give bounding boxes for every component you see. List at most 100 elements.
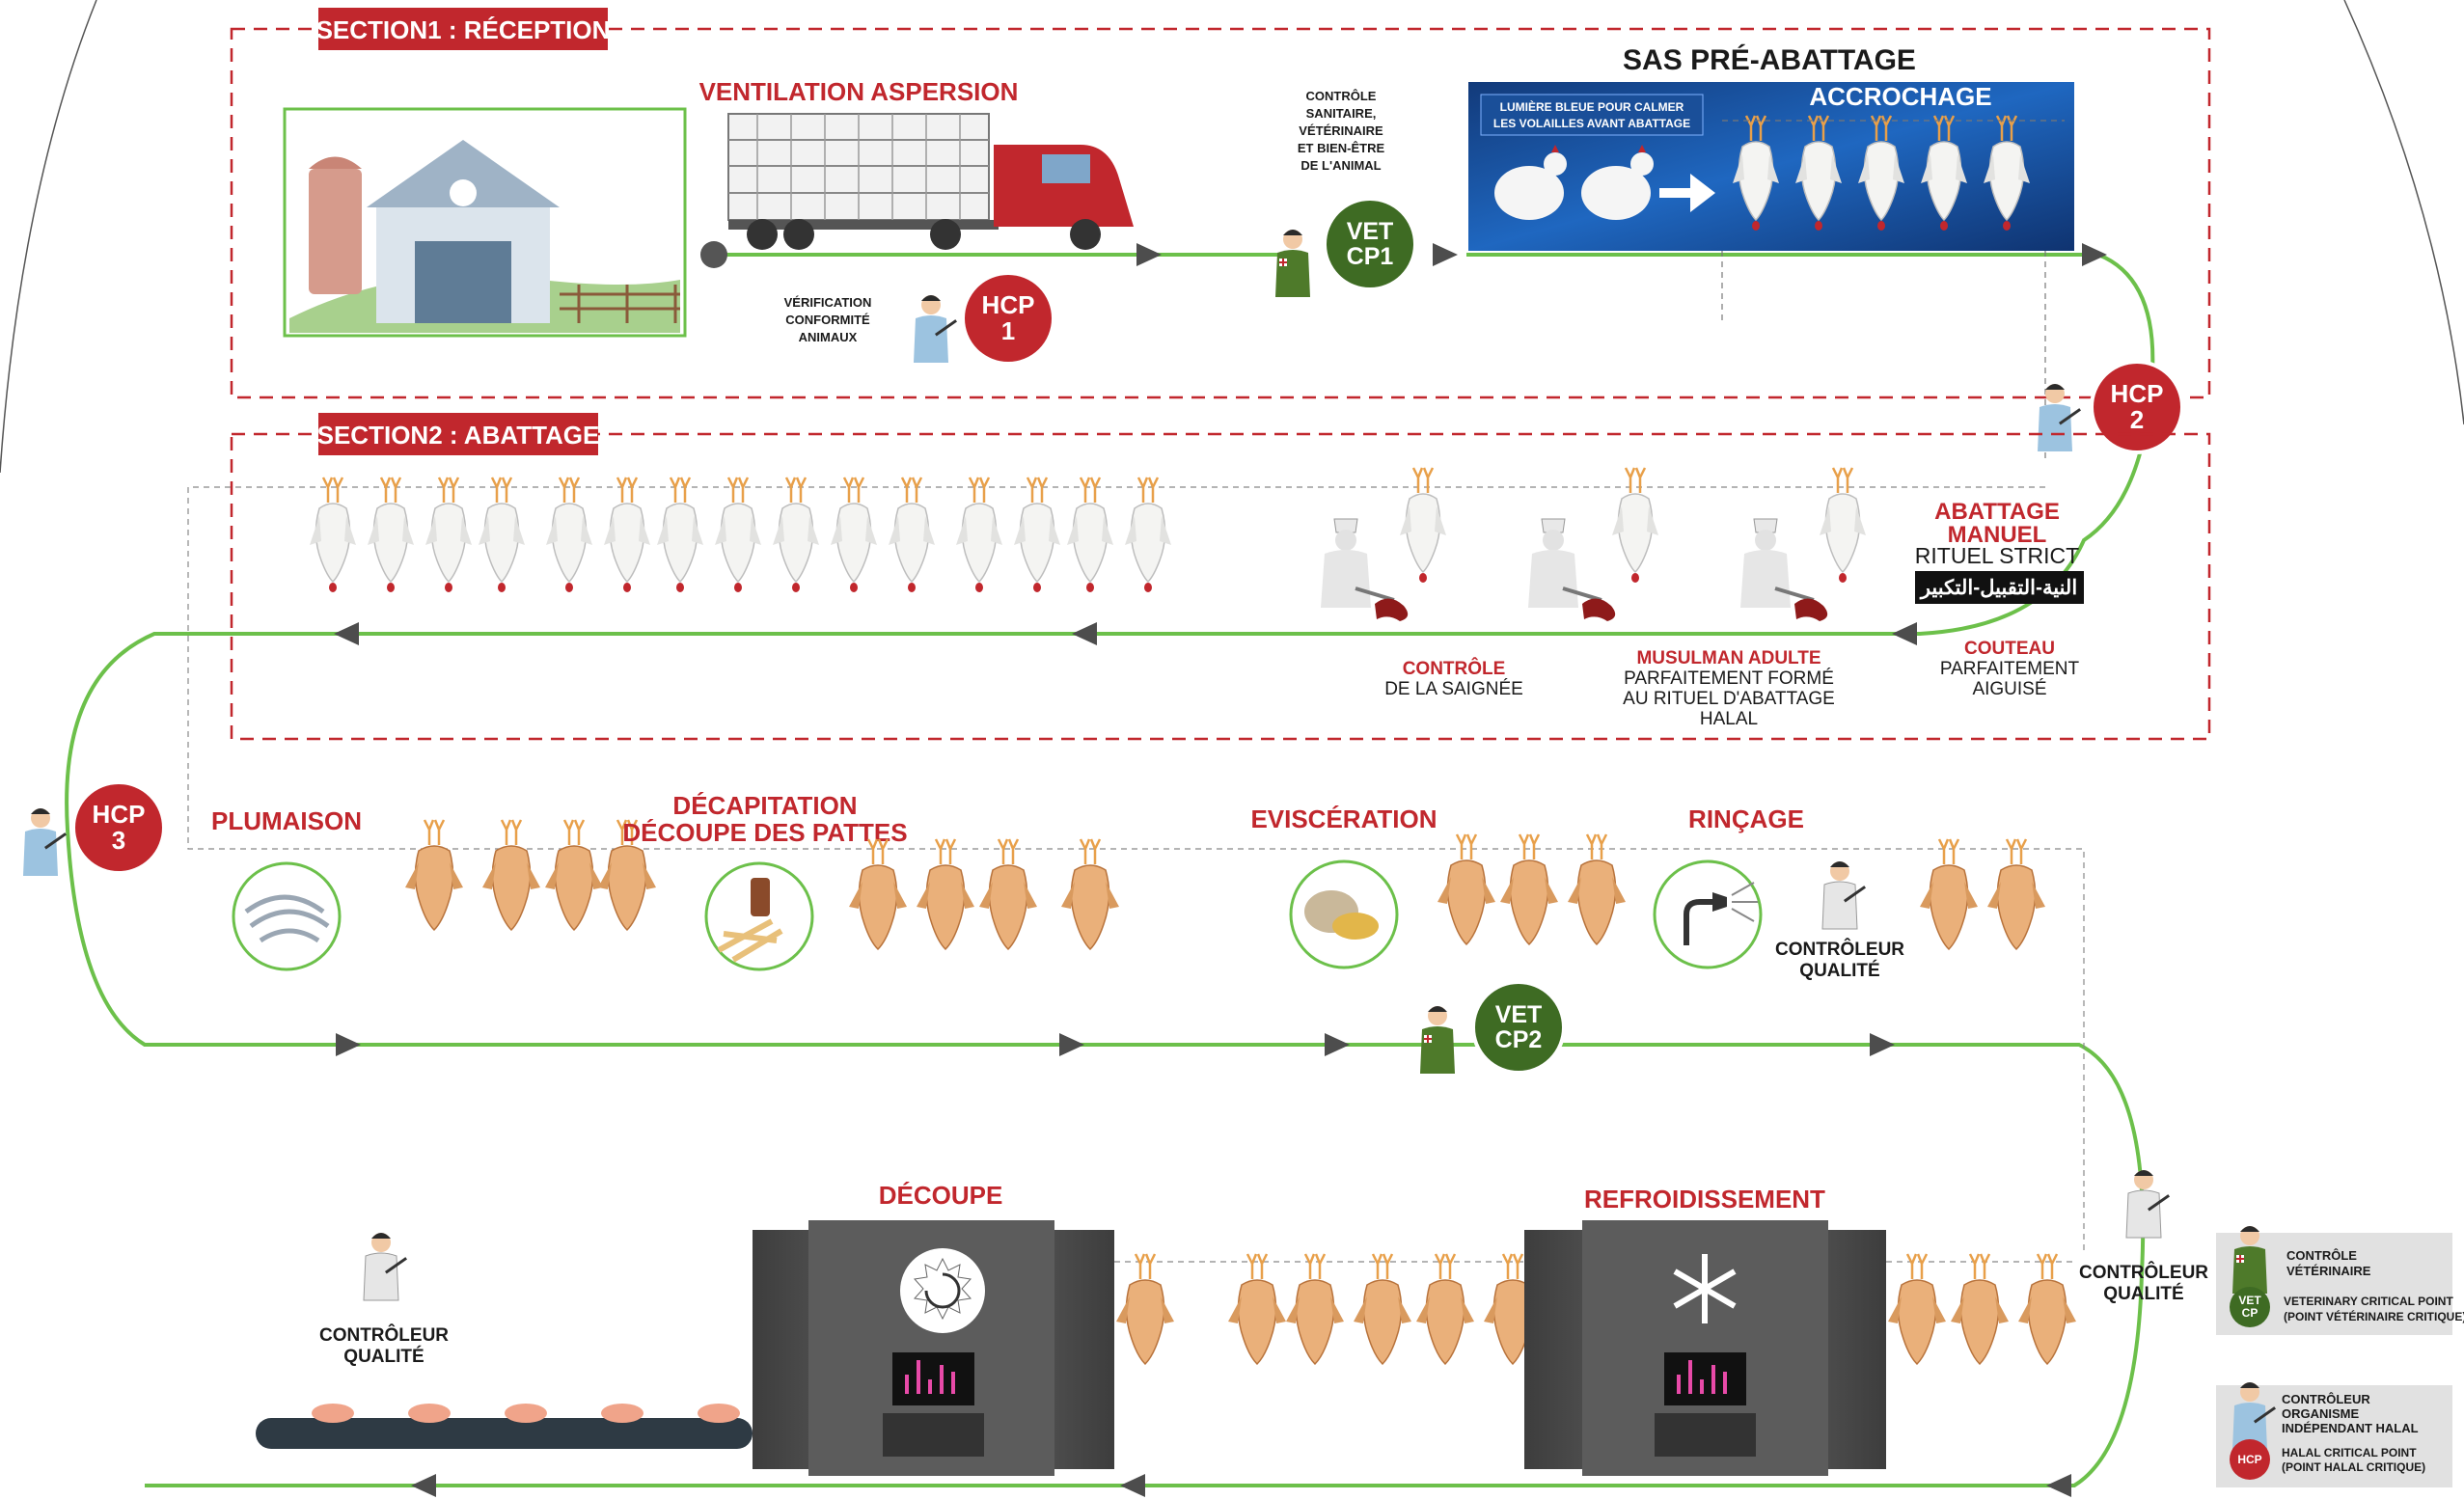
- svg-text:ANIMAUX: ANIMAUX: [799, 330, 858, 344]
- svg-text:RITUEL STRICT: RITUEL STRICT: [1915, 543, 2079, 568]
- hcp2-badge: HCP 2: [2090, 360, 2184, 454]
- svg-text:CONTRÔLEUR: CONTRÔLEUR: [1775, 939, 1904, 960]
- svg-text:VETERINARY CRITICAL POINT: VETERINARY CRITICAL POINT: [2284, 1295, 2453, 1308]
- sas-banner: LUMIÈRE BLEUE POUR CALMER LES VOLAILLES …: [1468, 82, 2074, 251]
- farm-illustration: [283, 107, 687, 338]
- svg-text:HCP: HCP: [2237, 1453, 2261, 1466]
- svg-text:AU RITUEL D'ABATTAGE: AU RITUEL D'ABATTAGE: [1623, 689, 1835, 709]
- sas-title: SAS PRÉ-ABATTAGE: [1623, 43, 1916, 76]
- svg-text:CONFORMITÉ: CONFORMITÉ: [785, 313, 870, 327]
- svg-text:CONTRÔLEUR: CONTRÔLEUR: [2282, 1392, 2370, 1406]
- musulman-label: MUSULMAN ADULTE PARFAITEMENT FORMÉ AU RI…: [1623, 648, 1835, 729]
- controleur-label-2: CONTRÔLEUR QUALITÉ: [2079, 1262, 2208, 1304]
- flow-start-dot: [700, 241, 727, 268]
- svg-text:CONTRÔLEUR: CONTRÔLEUR: [2079, 1262, 2208, 1283]
- shackle-line-dashed: [187, 486, 2085, 1254]
- svg-text:DÉCOUPE DES PATTES: DÉCOUPE DES PATTES: [622, 818, 907, 847]
- svg-text:HCP: HCP: [982, 290, 1035, 319]
- svg-text:SANITAIRE,: SANITAIRE,: [1306, 106, 1377, 121]
- svg-text:HALAL: HALAL: [1700, 709, 1758, 729]
- svg-text:MUSULMAN ADULTE: MUSULMAN ADULTE: [1636, 648, 1821, 668]
- svg-text:DE L'ANIMAL: DE L'ANIMAL: [1300, 158, 1381, 173]
- decoupe-label: DÉCOUPE: [879, 1181, 1003, 1210]
- svg-text:VÉTÉRINAIRE: VÉTÉRINAIRE: [1299, 123, 1383, 138]
- svg-text:QUALITÉ: QUALITÉ: [1799, 960, 1879, 981]
- hcp1-badge: HCP 1: [961, 271, 1055, 366]
- veterinarian-1: [1274, 229, 1311, 298]
- svg-text:(POINT HALAL CRITIQUE): (POINT HALAL CRITIQUE): [2282, 1460, 2425, 1474]
- ventilation-label: VENTILATION ASPERSION: [699, 77, 1019, 106]
- svg-text:2: 2: [2130, 405, 2144, 434]
- truck-illustration: VENTILATION ASPERSION: [699, 77, 1134, 250]
- abattage-manuel-label: ABATTAGE MANUEL RITUEL STRICT النية-التق…: [1915, 499, 2084, 604]
- svg-text:AIGUISÉ: AIGUISÉ: [1972, 679, 2046, 699]
- refroidissement-machine: [1524, 1220, 1886, 1476]
- svg-text:COUTEAU: COUTEAU: [1964, 639, 2055, 659]
- veterinarian-2: [1419, 1005, 1456, 1075]
- svg-text:VET: VET: [2238, 1294, 2261, 1307]
- svg-text:VÉRIFICATION: VÉRIFICATION: [784, 295, 872, 310]
- svg-text:3: 3: [112, 826, 125, 855]
- plumaison-icon: [232, 861, 342, 971]
- svg-text:النية-التقبيل-التكبير: النية-التقبيل-التكبير: [1919, 577, 2077, 600]
- decapitation-label: DÉCAPITATION DÉCOUPE DES PATTES: [622, 791, 907, 847]
- svg-text:INDÉPENDANT HALAL: INDÉPENDANT HALAL: [2282, 1421, 2419, 1435]
- halal-controller-2: [2038, 384, 2082, 451]
- evisceration-label: EVISCÉRATION: [1250, 805, 1437, 833]
- section2-tab: [318, 413, 598, 455]
- plucked-chickens-2: [847, 837, 1121, 951]
- svg-text:HCP: HCP: [93, 800, 146, 829]
- decoupe-machine: [753, 1220, 1114, 1476]
- rincage-icon: [1653, 859, 1763, 969]
- svg-text:VET: VET: [1495, 1001, 1543, 1028]
- hanging-feathered-chickens: [308, 476, 1173, 594]
- svg-text:HALAL CRITICAL POINT: HALAL CRITICAL POINT: [2282, 1446, 2417, 1459]
- plucked-chickens-1: [403, 818, 658, 932]
- couteau-label: COUTEAU PARFAITEMENT AIGUISÉ: [1940, 639, 2080, 699]
- plucked-chickens-4: [1918, 837, 2047, 951]
- legend: CONTRÔLE VÉTÉRINAIRE VET CP VETERINARY C…: [2216, 1225, 2464, 1487]
- svg-text:QUALITÉ: QUALITÉ: [343, 1346, 424, 1367]
- svg-text:1: 1: [1001, 316, 1015, 345]
- svg-text:VÉTÉRINAIRE: VÉTÉRINAIRE: [2286, 1264, 2371, 1278]
- svg-text:CP1: CP1: [1347, 243, 1394, 270]
- svg-text:DE LA SAIGNÉE: DE LA SAIGNÉE: [1384, 679, 1523, 699]
- saignee-label: CONTRÔLE DE LA SAIGNÉE: [1384, 658, 1523, 699]
- accrochage-guide: [1721, 120, 2065, 463]
- svg-text:VET: VET: [1347, 218, 1394, 245]
- section2-title: SECTION2 : ABATTAGE: [317, 421, 600, 450]
- controleur-label-3: CONTRÔLEUR QUALITÉ: [319, 1324, 449, 1367]
- svg-text:LUMIÈRE BLEUE POUR CALMER: LUMIÈRE BLEUE POUR CALMER: [1500, 99, 1684, 114]
- conveyor-belt: [256, 1404, 753, 1449]
- svg-text:LES VOLAILLES AVANT ABATTAGE: LES VOLAILLES AVANT ABATTAGE: [1493, 117, 1690, 130]
- svg-text:HCP: HCP: [2111, 379, 2164, 408]
- background-arc-right: [2343, 0, 2464, 425]
- svg-text:ORGANISME: ORGANISME: [2282, 1406, 2360, 1421]
- hcp3-badge: HCP 3: [71, 780, 166, 875]
- plucked-chickens-3: [1436, 832, 1628, 946]
- section1-tab: [318, 8, 608, 50]
- decapitation-icon: [704, 861, 814, 971]
- halal-controller-1: [914, 295, 958, 363]
- plumaison-label: PLUMAISON: [211, 806, 362, 835]
- legend-hcp-badge: [2230, 1439, 2270, 1480]
- svg-text:CP2: CP2: [1495, 1026, 1543, 1053]
- refroidissement-label: REFROIDISSEMENT: [1584, 1185, 1825, 1214]
- svg-text:CP: CP: [2242, 1306, 2259, 1320]
- svg-text:CONTRÔLEUR: CONTRÔLEUR: [319, 1324, 449, 1346]
- accrochage-label: ACCROCHAGE: [1809, 82, 1991, 111]
- svg-text:PARFAITEMENT: PARFAITEMENT: [1940, 659, 2080, 679]
- section1-border: [230, 27, 2211, 399]
- quality-controller-2: [2125, 1169, 2171, 1239]
- svg-text:CONTRÔLE: CONTRÔLE: [2286, 1248, 2357, 1263]
- halal-controller-3: [23, 808, 68, 876]
- svg-text:ABATTAGE: ABATTAGE: [1934, 499, 2060, 525]
- quality-controller-3: [363, 1232, 408, 1301]
- section1-title: SECTION1 : RÉCEPTION: [316, 15, 611, 44]
- verification-label: VÉRIFICATION CONFORMITÉ ANIMAUX: [784, 295, 872, 344]
- background-arc-left: [0, 0, 97, 474]
- vetcp1-badge: VET CP1: [1323, 197, 1417, 291]
- rincage-label: RINÇAGE: [1688, 805, 1804, 833]
- svg-text:CONTRÔLE: CONTRÔLE: [1403, 658, 1506, 679]
